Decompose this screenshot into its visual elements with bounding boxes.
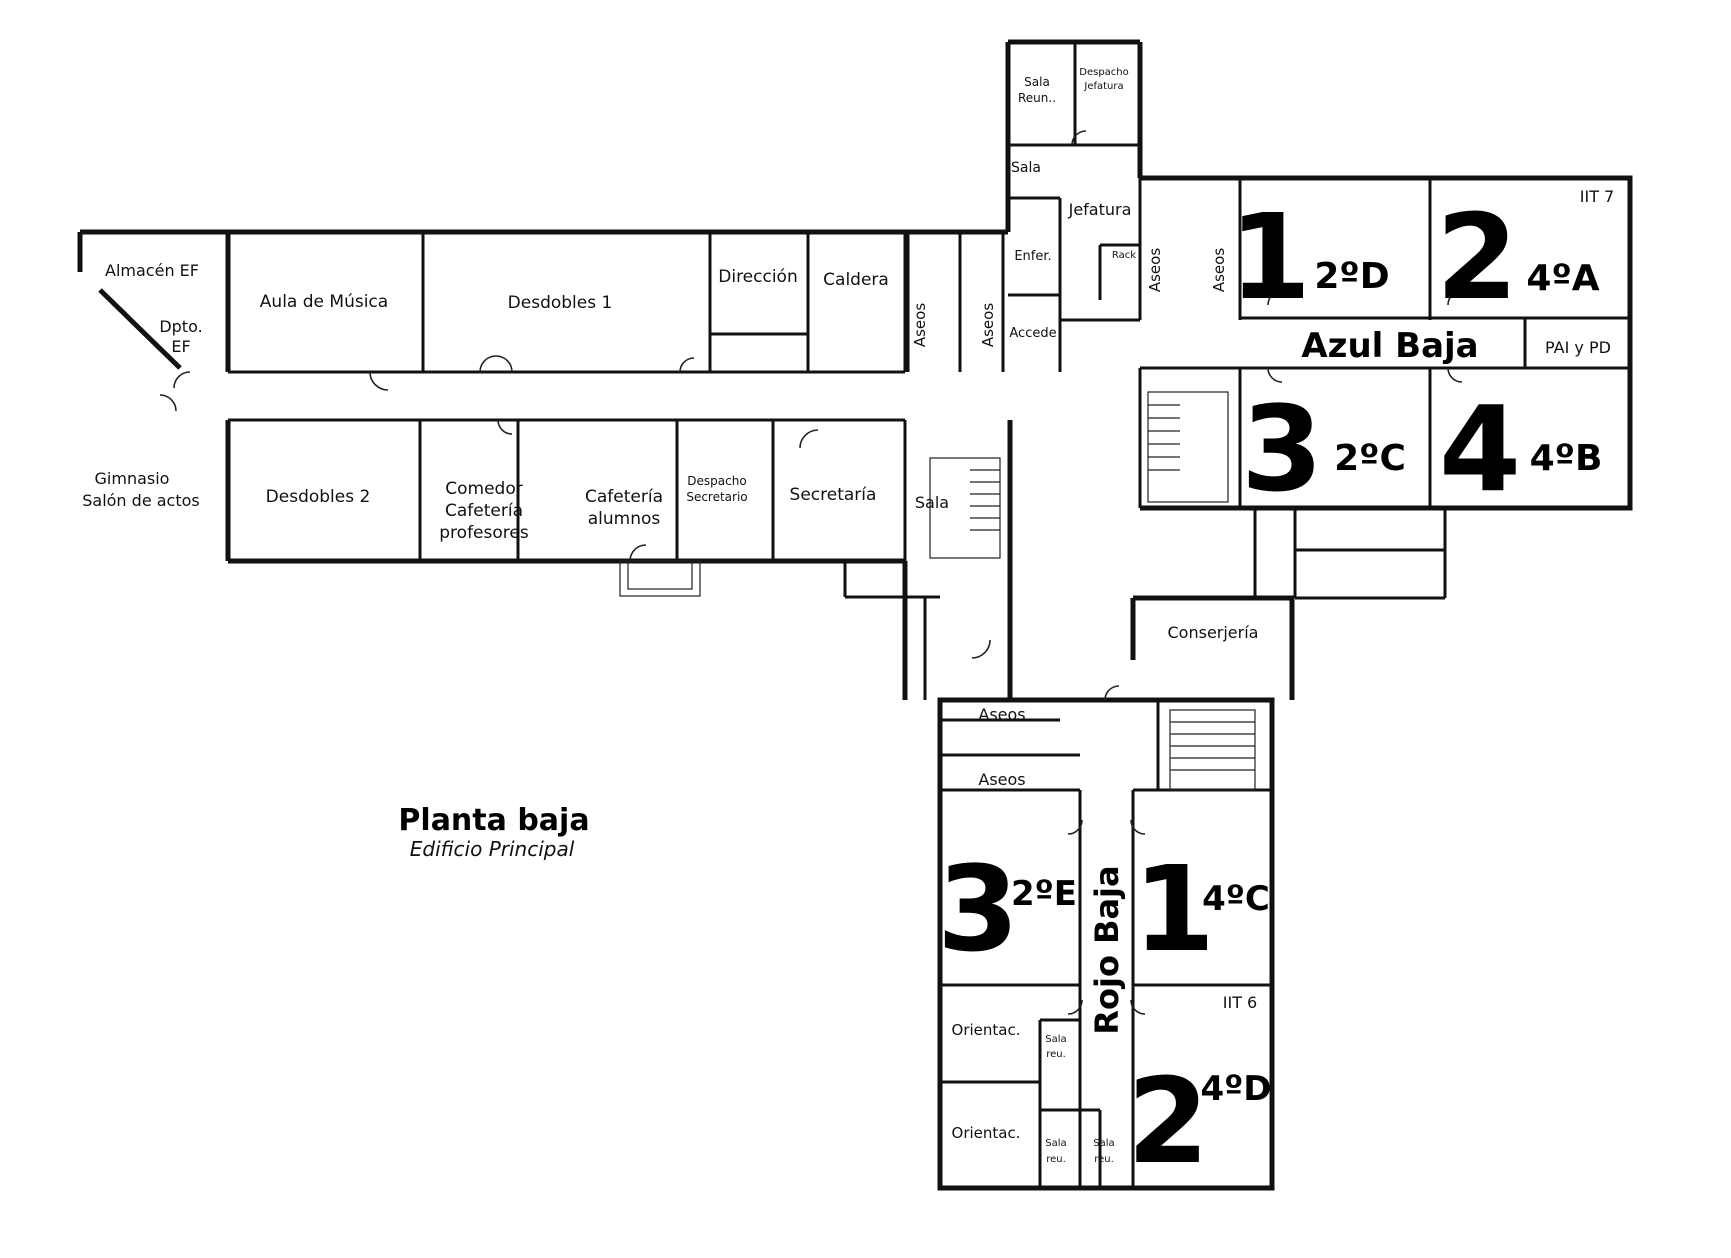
room-label: EF	[171, 337, 190, 356]
classroom-group: 2ºD	[1314, 256, 1389, 297]
room-label: Conserjería	[1168, 623, 1259, 642]
classroom-group: 4ºB	[1530, 438, 1603, 479]
room-label: Dirección	[718, 267, 797, 287]
room-label: Almacén EF	[105, 261, 199, 280]
classroom-numbers: 1 2ºD 2 4ºA 3 2ºC 4 4ºB 3 2ºE 1 4ºC 2 4º…	[937, 188, 1602, 1190]
zone-label-azul: Azul Baja	[1301, 326, 1478, 366]
room-label: Sala	[1045, 1138, 1066, 1149]
room-label: Enfer.	[1014, 249, 1051, 264]
room-label: Secretaría	[790, 485, 877, 505]
room-label: Gimnasio	[95, 469, 170, 488]
room-label: Aseos	[978, 770, 1025, 789]
room-label: Sala	[1011, 160, 1041, 176]
room-label: Despacho	[1079, 67, 1129, 78]
room-label: Desdobles 1	[508, 293, 613, 313]
room-label: Reun..	[1018, 91, 1056, 105]
room-label: Cafetería	[445, 501, 523, 521]
plan-title: Planta baja	[398, 803, 589, 838]
room-label: alumnos	[588, 509, 661, 529]
room-label: Salón de actos	[82, 491, 200, 510]
room-label: Dpto.	[159, 317, 202, 336]
classroom-group: 4ºD	[1200, 1069, 1271, 1109]
room-label: Cafetería	[585, 487, 663, 507]
room-label: IIT 7	[1580, 187, 1614, 206]
classroom-group: 2ºC	[1334, 438, 1406, 479]
doors	[159, 130, 1463, 1015]
classroom-group: 4ºA	[1526, 258, 1599, 299]
room-label: Rack	[1112, 250, 1136, 261]
outer-walls	[77, 39, 1633, 1191]
room-label: Jefatura	[1083, 81, 1123, 92]
room-label: Orientac.	[952, 1124, 1021, 1142]
room-label: Sala	[1045, 1034, 1066, 1045]
room-label: IIT 6	[1223, 993, 1257, 1012]
room-label: Aseos	[1146, 248, 1164, 292]
room-label: Despacho	[687, 474, 746, 488]
plan-subtitle: Edificio Principal	[410, 837, 575, 861]
room-label: Sala	[1093, 1138, 1114, 1149]
room-label: Aseos	[1210, 248, 1228, 292]
room-label: Aula de Música	[260, 292, 388, 312]
classroom-number: 4	[1439, 380, 1521, 518]
room-label: profesores	[439, 523, 529, 543]
room-label: Desdobles 2	[266, 487, 371, 507]
classroom-number: 2	[1127, 1052, 1209, 1190]
room-label: reu.	[1094, 1154, 1114, 1165]
room-label: PAI y PD	[1545, 338, 1611, 357]
room-label: Caldera	[823, 270, 889, 290]
zone-label-rojo: Rojo Baja	[1088, 865, 1126, 1034]
room-label: Sala	[1024, 75, 1050, 89]
stairs	[619, 391, 1256, 791]
room-label: reu.	[1046, 1049, 1066, 1060]
room-label: Jefatura	[1068, 200, 1132, 219]
classroom-number: 3	[1241, 380, 1323, 518]
room-label: Accede	[1009, 326, 1056, 341]
classroom-number: 1	[1229, 188, 1311, 326]
inner-walls	[228, 42, 1630, 1188]
classroom-group: 4ºC	[1202, 879, 1270, 919]
room-label: Aseos	[911, 303, 929, 347]
room-label: Aseos	[979, 303, 997, 347]
classroom-number: 2	[1436, 188, 1518, 326]
room-label: Sala	[915, 493, 949, 512]
room-labels: Almacén EF Dpto. EF Aula de Música Desdo…	[82, 67, 1614, 1165]
classroom-number: 1	[1133, 840, 1215, 978]
room-label: reu.	[1046, 1154, 1066, 1165]
classroom-number: 3	[937, 840, 1019, 978]
classroom-group: 2ºE	[1011, 874, 1077, 914]
room-label: Secretario	[686, 490, 747, 504]
room-label: Comedor	[445, 479, 522, 499]
room-label: Orientac.	[952, 1021, 1021, 1039]
room-label: Aseos	[978, 705, 1025, 724]
